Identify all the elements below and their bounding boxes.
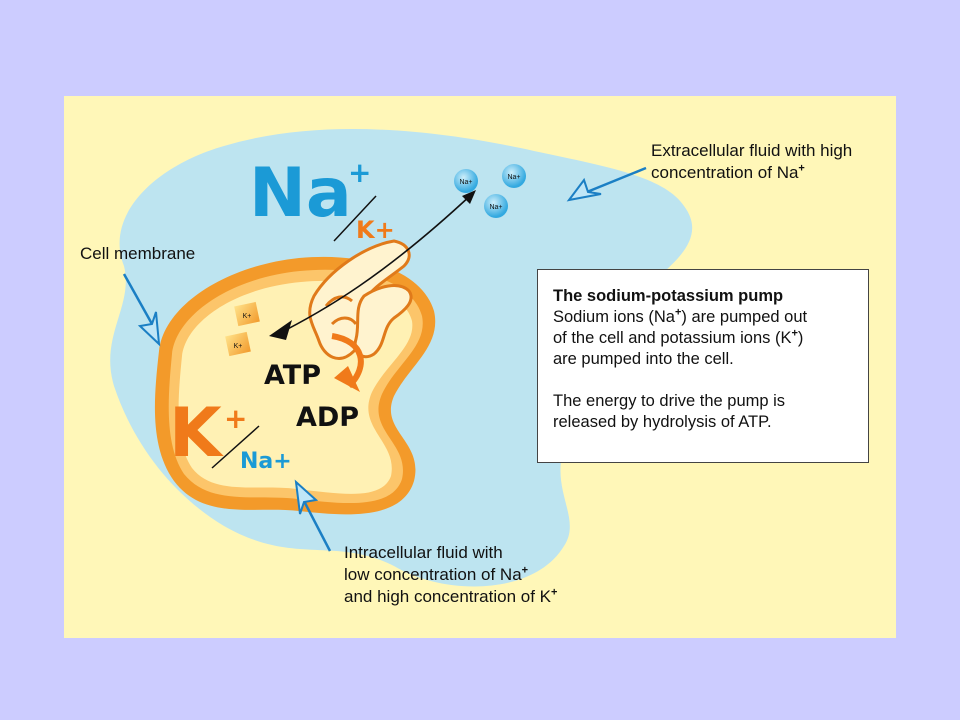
intracellular-line3-sup: +	[550, 586, 558, 599]
adp-label: ADP	[296, 402, 359, 433]
k-inside-label: K	[169, 394, 224, 473]
na-ion-1: Na+	[454, 169, 478, 193]
extracellular-line2: concentration of Na	[651, 163, 799, 182]
info-box: The sodium-potassium pump Sodium ions (N…	[537, 269, 869, 463]
membrane-pointer-arrow	[122, 273, 161, 347]
pump-protein	[308, 239, 413, 360]
svg-text:K+: K+	[243, 313, 252, 320]
slide-panel: Na + K+ K + Na+ ATP ADP Na+ Na+ Na+	[64, 96, 896, 638]
svg-text:Na+: Na+	[489, 204, 502, 211]
divider-inside	[211, 425, 260, 469]
intracellular-label: Intracellular fluid with low concentrati…	[344, 542, 557, 608]
intracellular-pointer-arrow	[294, 479, 332, 552]
k-ion-2: K+	[225, 331, 251, 357]
intracellular-line3: and high concentration of K	[344, 587, 551, 606]
atp-label: ATP	[264, 360, 321, 391]
k-inside-charge: +	[224, 402, 247, 435]
svg-text:Na+: Na+	[507, 174, 520, 181]
ion-transport-arrow	[273, 193, 473, 337]
svg-text:K+: K+	[234, 343, 243, 350]
extracellular-pointer-arrow	[566, 166, 647, 202]
sodium-potassium-pump-diagram: Na + K+ K + Na+ ATP ADP Na+ Na+ Na+	[110, 129, 693, 587]
svg-text:Na+: Na+	[459, 179, 472, 186]
na-ion-3: Na+	[484, 194, 508, 218]
k-outside-label: K+	[356, 216, 395, 244]
cell-membrane-label: Cell membrane	[80, 244, 196, 263]
divider-outside	[333, 195, 377, 242]
intracellular-line2: low concentration of Na	[344, 565, 522, 584]
info-box-paragraph-2: The energy to drive the pump is released…	[553, 392, 786, 431]
info-box-title: The sodium-potassium pump	[553, 287, 784, 305]
extracellular-line1: Extracellular fluid with high	[651, 141, 853, 160]
na-outside-charge: +	[348, 156, 371, 189]
intracellular-line2-sup: +	[521, 564, 529, 577]
info-box-paragraph-1: Sodium ions (Na+) are pumped out of the …	[553, 306, 808, 368]
extracellular-label: Extracellular fluid with high concentrat…	[651, 140, 852, 184]
extracellular-sup: +	[798, 162, 805, 175]
k-ion-1: K+	[234, 301, 260, 327]
na-ion-2: Na+	[502, 164, 526, 188]
na-outside-label: Na	[249, 154, 352, 233]
intracellular-line1: Intracellular fluid with	[344, 543, 503, 562]
na-inside-label: Na+	[240, 449, 292, 474]
